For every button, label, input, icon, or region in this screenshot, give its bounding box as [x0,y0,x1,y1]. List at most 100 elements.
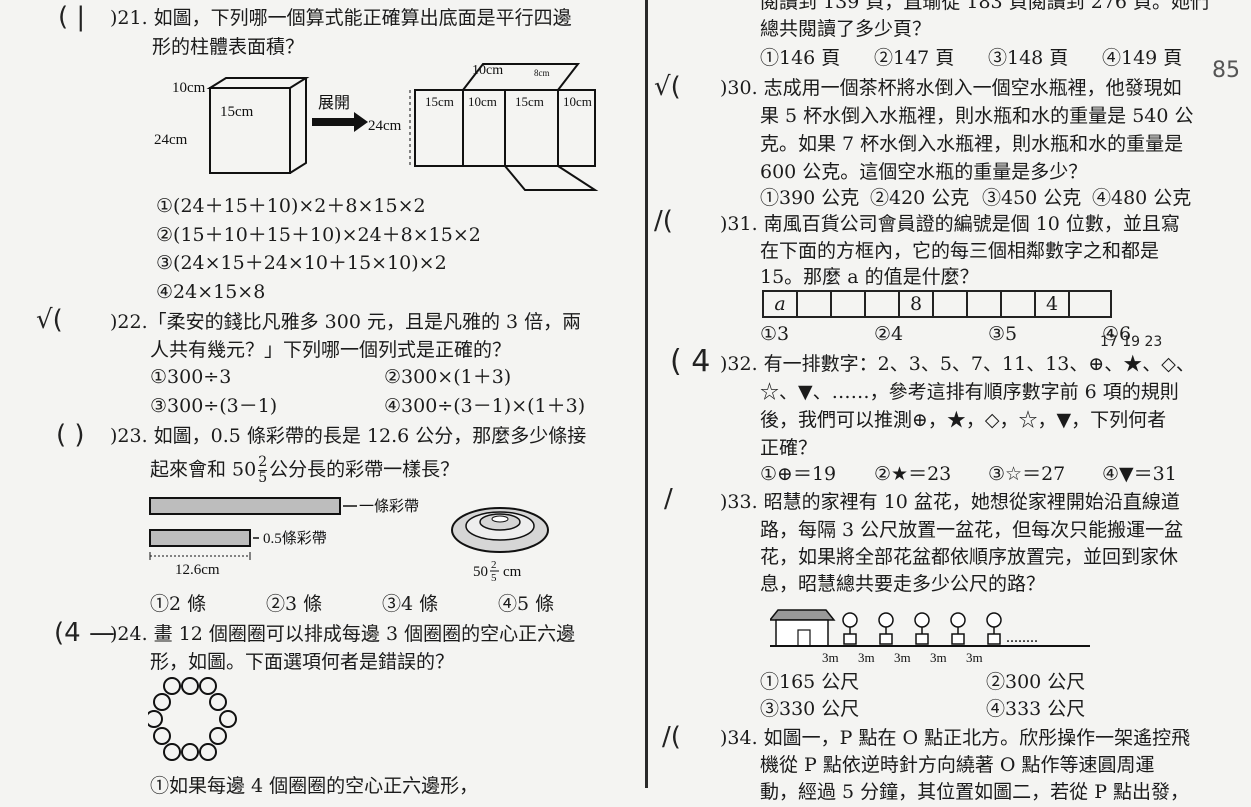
handwritten-score: 85 [1212,58,1240,83]
label-roll-50: 50 [473,564,488,580]
digit-box-4 [864,290,900,318]
label-roll-num: 2 [491,559,497,571]
q33-line4: 息，昭慧總共要走多少公尺的路？ [760,573,1046,595]
net-cell-1: 15cm [425,94,454,109]
q21-option-3: ③(24×15＋24×10＋15×10)×2 [156,252,447,274]
q23-option-4: ④5 條 [498,593,555,615]
q32-line1: )32. 有一排數字：2、3、5、7、11、13、⊕、★、◇、 [720,353,1195,375]
prism-unfold-figure: 10cm 15cm 24cm 展開 24cm 10cm 8cm 15cm 10c… [154,63,599,191]
q31-line2: 在下面的方框內，它的每三個相鄰數字之和都是 [760,240,1160,262]
q23-option-1: ①2 條 [150,593,207,615]
q30-line1: )30. 志成用一個茶杯將水倒入一個空水瓶裡，他發現如 [720,77,1182,99]
q31-line3: 15。那麼 a 的值是什麼？ [760,266,979,288]
q21-line1: )21. 如圖，下列哪一個算式能正確算出底面是平行四邊 [110,7,572,29]
digit-box-8 [1000,290,1036,318]
net-cell-3: 15cm [515,94,544,109]
label-half-ribbon: 0.5條彩帶 [263,530,327,547]
handwritten-mark-q23: ( ) [56,420,85,450]
q30-option-4: ④480 公克 [1092,187,1192,209]
gap-label-3: 3m [894,650,911,665]
q32-option-3: ③☆＝27 [988,463,1066,485]
q33-option-3: ③330 公尺 [760,698,860,720]
label-15cm: 15cm [220,104,254,120]
q30-line2: 果 5 杯水倒入水瓶裡，則水瓶和水的重量是 540 公 [760,105,1194,127]
q29-line1: 總共閱讀了多少頁？ [760,18,932,40]
handwritten-mark-q34: /( [662,722,681,752]
handwritten-mark-q22: √( [36,305,63,335]
hexagon-circles-figure [148,677,237,761]
q33-option-2: ②300 公尺 [986,671,1086,693]
digit-box-3 [830,290,866,318]
label-top-10cm: 10cm [472,63,503,78]
handwritten-mark-q32: ( 4 [670,344,711,379]
label-24cm: 24cm [154,132,188,148]
gap-label-5: 3m [966,650,983,665]
gap-label-4: 3m [930,650,947,665]
q31-option-3: ③5 [988,323,1018,345]
q31-option-4: ④6 [1102,323,1132,345]
q32-line3: 後，我們可以推測⊕，★，◇，☆，▼，下列何者 [760,409,1167,431]
q30-line3: 克。如果 7 杯水倒入水瓶裡，則水瓶和水的重量是 [760,133,1184,155]
column-divider [645,0,648,788]
q33-option-4: ④333 公尺 [986,698,1086,720]
digit-box-1: a [762,290,798,318]
q31-option-2: ②4 [874,323,904,345]
q22-line2: 人共有幾元？」下列哪一個列式是正確的？ [150,339,512,361]
q24-line1: )24. 畫 12 個圈圈可以排成每邊 3 個圈圈的空心正六邊 [110,623,576,645]
label-one-ribbon: 一條彩帶 [359,498,419,515]
net-cell-4: 10cm [563,94,592,109]
q32-line2: ☆、▼、……，參考這排有順序數字前 6 項的規則 [760,381,1179,403]
q32-option-2: ②★＝23 [874,463,952,485]
q23-line2-b: 公分長的彩帶一樣長？ [269,458,460,481]
q23-option-2: ②3 條 [266,593,323,615]
handwritten-mark-q31: /( [654,206,673,236]
q34-line1: )34. 如圖一，P 點在 O 點正北方。欣彤操作一架遙控飛 [720,727,1191,749]
q22-line1: )22.「柔安的錢比凡雅多 300 元，且是凡雅的 3 倍，兩 [110,311,582,333]
digit-box-6 [932,290,968,318]
q30-option-1: ①390 公克 [760,187,860,209]
digit-box-5: 8 [898,290,934,318]
handwritten-notes-q32: 17 19 23 [1100,334,1163,350]
q24-line2: 形，如圖。下面選項何者是錯誤的？ [150,651,455,673]
q33-option-1: ①165 公尺 [760,671,860,693]
label-12-6cm: 12.6cm [175,562,220,578]
label-10cm: 10cm [172,80,206,96]
gap-label-2: 3m [858,650,875,665]
handwritten-mark-q30: √( [654,72,681,102]
q23-option-3: ③4 條 [382,593,439,615]
q29-option-4: ④149 頁 [1102,47,1183,69]
label-unfold: 展開 [318,95,350,112]
label-roll-den: 5 [491,572,497,583]
q31-line1: )31. 南風百貨公司會員證的編號是個 10 位數，並且寫 [720,213,1180,235]
q21-option-1: ①(24＋15＋10)×2＋8×15×2 [156,195,426,217]
q31-option-1: ①3 [760,323,790,345]
q32-line4: 正確？ [760,437,818,459]
label-roll-cm: cm [503,564,522,580]
q22-option-3: ③300÷(3－1) [150,395,278,417]
q32-option-4: ④▼＝31 [1102,463,1177,485]
digit-box-9: 4 [1034,290,1070,318]
q21-line2: 形的柱體表面積？ [152,36,305,58]
q29-option-3: ③148 頁 [988,47,1069,69]
digit-box-2 [796,290,832,318]
flowerpot-road-figure: ........ 3m 3m 3m 3m 3m [770,609,1090,665]
road-dots: ........ [1006,629,1038,646]
left-column: ( | )21. 如圖，下列哪一個算式能正確算出底面是平行四邊 形的柱體表面積？… [0,0,640,797]
q33-line2: 路，每隔 3 公尺放置一盆花，但每次只能搬運一盆 [760,519,1184,541]
q34-line3: 動，經過 5 分鐘，其位置如圖二，若從 P 點出發， [760,781,1190,803]
q29-option-2: ②147 頁 [874,47,955,69]
q23-line2-a: 起來會和 50 [150,458,257,481]
label-top-8cm: 8cm [534,68,550,78]
ribbon-figure: 一條彩帶 0.5條彩帶 12.6cm 50 2 5 cm [149,497,549,583]
q29-line0: 閱讀到 139 頁，直瑜從 183 頁閱讀到 276 頁。她們 [760,0,1210,13]
handwritten-mark-q33: / [664,484,673,514]
q34-line2: 機從 P 點依逆時針方向繞著 O 點作等速圓周運 [760,754,1155,776]
q32-option-1: ①⊕＝19 [760,463,837,485]
q21-option-2: ②(15＋10＋15＋10)×24＋8×15×2 [156,224,481,246]
q22-option-2: ②300×(1＋3) [384,366,512,388]
q30-option-3: ③450 公克 [982,187,1082,209]
q33-line1: )33. 昭慧的家裡有 10 盆花，她想從家裡開始沿直線道 [720,491,1180,513]
net-cell-2: 10cm [468,94,497,109]
